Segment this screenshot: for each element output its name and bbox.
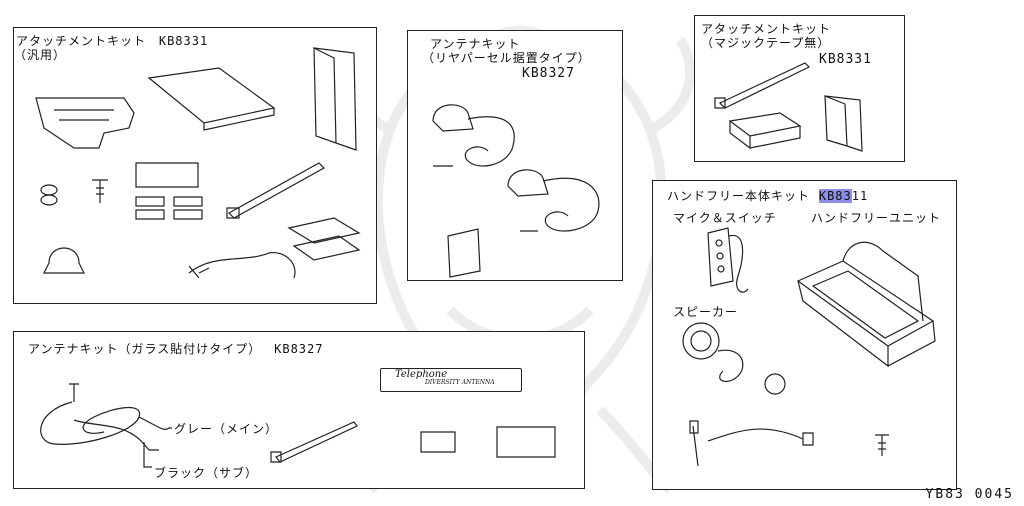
part-number-rest: 11 [851,189,869,203]
panel-subtitle: （リヤパーセル据置タイプ） [422,51,591,65]
panel-attachment-kit-generic: アタッチメントキット KB8331 （汎用） [13,27,377,304]
panel-antenna-kit-glass: アンテナキット（ガラス貼付けタイプ） KB8327 グレー（メイン） ブラック（… [13,331,585,489]
speaker-label: スピーカー [673,305,739,319]
part-number: KB8311 [818,189,869,203]
part-number: KB8331 [819,52,872,67]
kit-name: アンテナキット（ガラス貼付けタイプ） [28,342,262,356]
diagram-id: YB83 0045 [925,487,1014,502]
panel-title: アタッチメントキット KB8331 [16,34,208,48]
parts-drawing [695,16,906,163]
gray-main-label: グレー（メイン） [174,422,279,436]
panel-handsfree-kit: ハンドフリー本体キット KB8311 マイク＆スイッチ ハンドフリーユニット ス… [652,180,957,490]
handsfree-unit-label: ハンドフリーユニット [811,211,942,225]
kit-name: アタッチメントキット [16,34,147,48]
parts-drawing [408,31,624,282]
parts-drawing [14,28,378,305]
panel-title: アンテナキット（ガラス貼付けタイプ） KB8327 [28,342,323,356]
plate-line-2: DIVERSITY ANTENNA [425,379,495,386]
part-number: KB8327 [274,342,324,356]
panel-subtitle: （マジックテープ無） [701,36,831,50]
panel-title: ハンドフリー本体キット KB8311 [667,189,868,203]
part-number: KB8331 [158,34,209,48]
kit-name: ハンドフリー本体キット [667,189,811,203]
panel-attachment-kit-magic: アタッチメントキット （マジックテープ無） KB8331 [694,15,905,162]
panel-antenna-kit-rear: アンテナキット （リヤパーセル据置タイプ） KB8327 [407,30,623,281]
antenna-label-plate: Telephone DIVERSITY ANTENNA [380,368,522,392]
parts-drawing [653,181,958,491]
mic-switch-label: マイク＆スイッチ [673,211,777,225]
panel-title: アタッチメントキット [701,22,832,36]
panel-subtitle: （汎用） [14,48,67,62]
part-number: KB8327 [522,66,575,81]
plate-line-1: Telephone [395,369,448,380]
black-sub-label: ブラック（サブ） [154,466,259,480]
panel-title: アンテナキット [430,37,521,51]
parts-drawing [14,332,586,490]
part-number-highlight[interactable]: KB83 [818,189,852,203]
